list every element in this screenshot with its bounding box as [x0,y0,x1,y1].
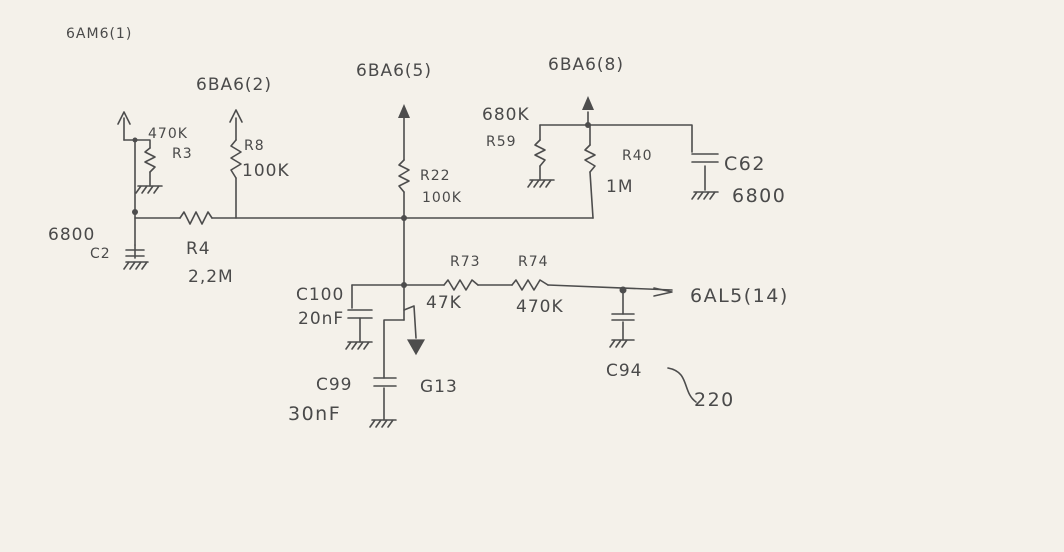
r40-name-label: R40 [622,148,653,164]
ground-icon [406,339,426,356]
tube-6ba6-5-label: 6BA6(5) [356,61,432,81]
right-top-wire [539,124,693,153]
capacitor-c100-icon [347,309,373,319]
capacitor-c99-icon [373,377,397,387]
grounds [123,179,719,428]
c99-name-label: C99 [316,375,353,395]
r22-value-label: 100K [422,190,462,206]
labels: 6AM6(1) 6BA6(2) 6BA6(5) 6BA6(8) 470K R3 … [48,26,789,425]
ground-icon [691,191,719,200]
switch-wire [403,305,417,339]
junction-dot [401,215,407,221]
resistors [144,139,596,291]
ground-icon [123,261,149,270]
r59-value-label: 680K [482,105,530,125]
arrow-right-icon [653,287,673,297]
resistor-r74-icon [511,279,549,291]
r40-value-label: 1M [606,177,633,197]
r8-value-label: 100K [242,161,290,181]
c94-name-label: C94 [606,361,643,381]
resistor-r22-icon [398,159,410,193]
r4-name-label: R4 [186,239,211,259]
tube-6ba6-8-label: 6BA6(8) [548,55,624,75]
r40-wire-lower [589,171,594,219]
c2-value-label: 6800 [48,225,95,245]
tube-6ba6-2-label: 6BA6(2) [196,75,272,95]
r73-name-label: R73 [450,254,481,270]
junction-dot [132,137,138,143]
c94-leader-line [667,367,697,403]
r73-value-label: 47K [426,293,462,313]
arrow-up-icon [398,104,410,118]
ground-icon [527,179,555,188]
ground-icon [135,185,163,194]
r74-name-label: R74 [518,254,549,270]
ground-icon [345,341,373,350]
junction-dot [132,209,138,215]
r3-value-label: 470K [148,126,188,142]
r8-name-label: R8 [244,138,265,154]
c62-value-label: 6800 [732,185,786,207]
resistor-r4-icon [179,211,213,225]
r4-value-label: 2,2M [188,267,234,287]
ground-icon [369,419,397,428]
resistor-r73-icon [443,279,479,291]
arrow-up-icon [117,111,131,125]
capacitor-c62-icon [691,153,719,163]
resistor-r8-icon [230,139,242,179]
c2-name-label: C2 [90,246,111,262]
c100-value-label: 20nF [298,309,344,329]
junction-dot [585,122,591,128]
junction-dot [619,286,627,294]
resistor-r3-icon [144,147,156,173]
g13-name-label: G13 [420,377,458,397]
c62-name-label: C62 [724,153,766,175]
r59-name-label: R59 [486,134,517,150]
capacitor-c2-icon [125,249,145,257]
c99-value-label: 30nF [288,403,341,425]
capacitors [125,153,719,387]
junction-dot [401,282,407,288]
r3-name-label: R3 [172,146,193,162]
r74-value-label: 470K [516,297,564,317]
r74-out-wire [547,284,673,291]
arrow-up-icon [229,109,243,123]
tube-6am6-label: 6AM6(1) [66,26,132,42]
c99-wire [383,319,405,379]
r22-name-label: R22 [420,168,451,184]
c94-value-label: 220 [694,389,735,411]
tube-6al5-label: 6AL5(14) [690,285,789,307]
resistor-r40-icon [584,144,596,173]
junction-dots [132,122,627,294]
ground-icon [609,339,635,348]
c100-name-label: C100 [296,285,344,305]
resistor-r59-icon [534,139,546,167]
capacitor-c94-icon [611,313,635,321]
supply-arrows [117,96,673,297]
arrow-up-icon [582,96,594,110]
